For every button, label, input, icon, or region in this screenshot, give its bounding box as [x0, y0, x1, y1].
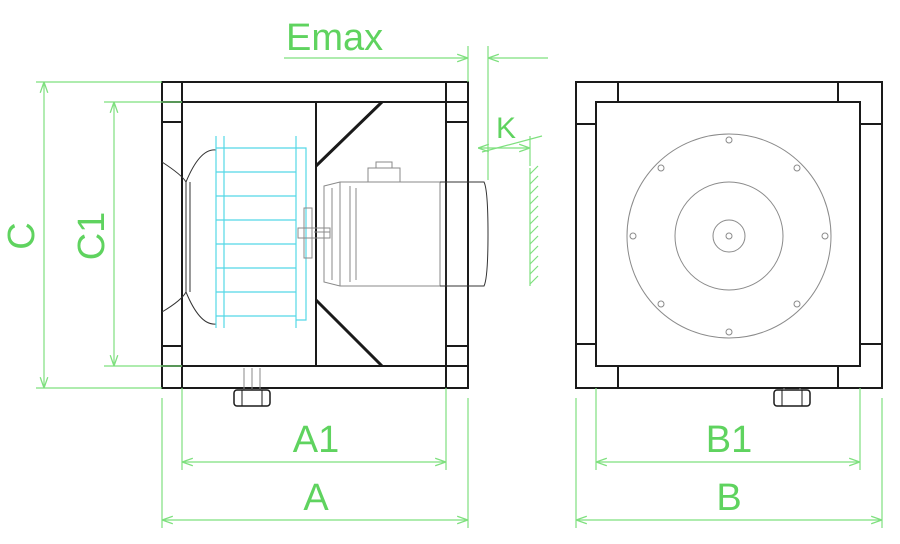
impeller — [215, 136, 307, 328]
cable-gland-left — [233, 368, 271, 407]
top-brace — [314, 100, 384, 168]
label-b: B — [716, 477, 741, 519]
front-outer-frame — [575, 81, 883, 389]
label-c1: C1 — [71, 212, 113, 261]
front-view — [575, 81, 883, 407]
terminal-box — [367, 167, 401, 183]
fan-housing-circles — [626, 133, 832, 339]
cable-gland-right — [773, 388, 811, 407]
side-view — [161, 81, 539, 407]
label-k: K — [496, 112, 516, 145]
label-a: A — [303, 477, 329, 519]
inlet-cone — [161, 149, 217, 325]
side-corner-profiles — [162, 82, 468, 388]
dimensions — [36, 46, 883, 528]
dimension-labels: Emax K C C1 A1 A B1 B — [1, 17, 752, 519]
label-b1: B1 — [706, 419, 752, 461]
label-a1: A1 — [293, 419, 339, 461]
front-corner-profiles — [576, 82, 882, 388]
front-inner-frame — [595, 101, 861, 367]
motor — [323, 161, 489, 287]
shaft-hub — [297, 207, 331, 259]
label-emax: Emax — [286, 17, 383, 59]
side-inner-frame — [181, 101, 447, 367]
label-c: C — [1, 222, 43, 249]
wall-hatch — [529, 165, 539, 286]
side-outer-frame — [161, 81, 469, 389]
bottom-brace — [314, 298, 384, 368]
